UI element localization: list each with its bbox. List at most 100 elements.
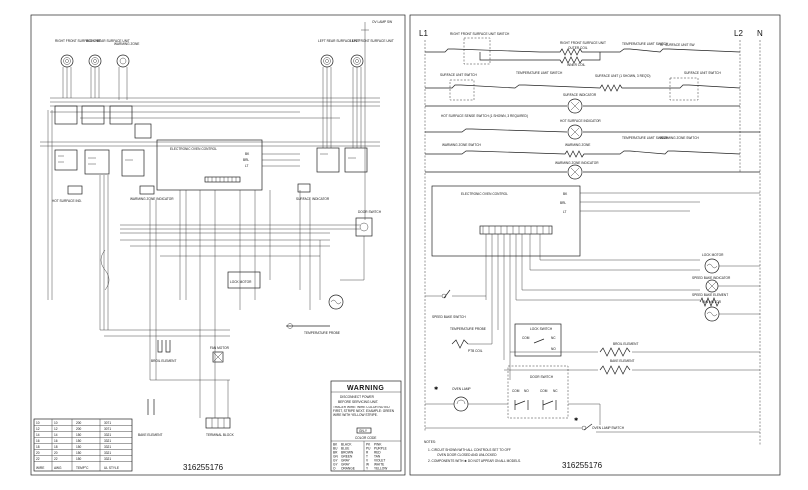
- door-switch-com-label-2: COM: [540, 389, 548, 393]
- rr-switch-block: [81, 105, 105, 125]
- door-switch-com-label: COM: [512, 389, 520, 393]
- wire-table-cell: 150: [76, 439, 82, 443]
- right-electronic-oven-control: [431, 185, 581, 257]
- right-front-surface-unit-label: RIGHT FRONT SURFACE UNIT: [55, 39, 101, 43]
- right-lt-label: LT: [563, 210, 567, 214]
- wire-table-cell: 10: [36, 421, 40, 425]
- left-fan-motor: FAN MOTOR: [210, 346, 230, 363]
- inner-coil-label: INNER COIL: [567, 63, 585, 67]
- rail-n-label: N: [757, 29, 763, 38]
- color-code-cell: PURPLE: [374, 447, 387, 451]
- right-warming-zone-indicator-label: WARMING ZONE INDICATOR: [555, 161, 599, 165]
- color-code-cell: GRAY: [341, 459, 351, 463]
- rr-infinite-switch: [84, 149, 110, 175]
- right-warming-zone-label: WARMING ZONE: [565, 143, 590, 147]
- left-lt-label: LT: [245, 164, 249, 168]
- color-code-cell: W: [366, 463, 369, 467]
- hot-surface-indicator-lamp: [567, 124, 583, 140]
- right-bk-label: BK: [563, 192, 568, 196]
- warming-zone-indicator-lamp: [567, 164, 583, 180]
- connector-pins: [482, 226, 550, 234]
- surface-ind-label: SURFACE INDICATOR: [296, 197, 330, 201]
- color-code-cell: YELLOW: [374, 467, 387, 471]
- left-temperature-probe: TEMPERATURE PROBE: [286, 323, 340, 335]
- left-broil-element-label: BROIL ELEMENT: [151, 359, 176, 363]
- warning-tracer-text: TRACER WIRE: WIRE COLOR NOTED FIRST, STR…: [333, 406, 395, 417]
- right-rear-surface-unit-label: RIGHT REAR SURFACE UNIT: [86, 39, 130, 43]
- outer-coil-label: OUTER COIL: [568, 46, 588, 50]
- oven-lamp-switch-asterisk: ✱: [574, 417, 578, 423]
- door-switch-nc-label: NC: [553, 389, 558, 393]
- wire-table-header: WIRE: [36, 466, 44, 470]
- rail-l2-label: L2: [734, 29, 743, 38]
- left-part-number: 316255176: [183, 463, 224, 472]
- right-front-surface-unit: RIGHT FRONT SURFACE UNIT: [55, 39, 101, 68]
- right-lock-motor-label: LOCK MOTOR: [702, 253, 724, 257]
- lock-switch-nc-label: NC: [551, 336, 556, 340]
- left-bake-element: BAKE ELEMENT: [138, 399, 162, 437]
- hot-surface-indicator: HOT SURFACE IND.: [52, 185, 83, 203]
- left-fan-motor-label: FAN MOTOR: [210, 346, 230, 350]
- color-code-cell: O: [333, 467, 336, 471]
- right-door-switch-label: DOOR SWITCH: [530, 375, 554, 379]
- oven-lamp-switch-label: OV LAMP SW: [372, 20, 392, 24]
- wire-table-cell: 22: [54, 457, 58, 461]
- color-code-cell: BK: [333, 443, 338, 447]
- wire-table-cell: 200: [76, 427, 82, 431]
- rf-surface-unit-sw-label: RF SURFACE UNIT SW: [660, 43, 694, 47]
- left-sheet-pictorial-diagram: RIGHT FRONT SURFACE UNIT RIGHT REAR SURF…: [30, 14, 406, 476]
- right-surface-indicator-label: SURFACE INDICATOR: [563, 93, 597, 97]
- surface-unit-switch-label: SURFACE UNIT SWITCH: [440, 73, 477, 77]
- color-code-title: COLOR CODE: [355, 436, 376, 440]
- oven-lamp-asterisk: ✱: [434, 386, 438, 392]
- wz-switch-2: [134, 123, 152, 139]
- warming-zone-switch-label: WARMING ZONE SWITCH: [442, 143, 482, 147]
- notes-line-1b: OVEN DOOR CLOSED AND UNLOCKED: [437, 453, 497, 457]
- wire-table-cell: 150: [76, 445, 82, 449]
- color-code-cell: WHITE: [374, 463, 384, 467]
- warning-example-code: GN-Y: [359, 429, 368, 433]
- wz-infinite-switch: [121, 149, 145, 177]
- color-code-cell: PU: [366, 447, 371, 451]
- right-rear-surface-unit: RIGHT REAR SURFACE UNIT: [86, 39, 130, 68]
- rf-unit-switch-label: RIGHT FRONT SURFACE UNIT SWITCH: [450, 32, 510, 36]
- wire-table-cell: 150: [76, 433, 82, 437]
- warming-zone-label: WARMING ZONE: [114, 42, 139, 46]
- left-door-switch-label: DOOR SWITCH: [358, 210, 382, 214]
- door-switch-no-label: NO: [524, 389, 529, 393]
- hot-surface-sense-switch-label: HOT SURFACE SENSE SWITCH (1 SHOWN, 3 REQ…: [441, 114, 528, 118]
- lock-switch: LOCK SWITCH COM NC NO: [514, 323, 562, 357]
- wire-table-cell: 150: [76, 451, 82, 455]
- warming-zone-indicator: WARMING ZONE INDICATOR: [130, 185, 174, 201]
- wire-table-cell: 22: [36, 457, 40, 461]
- wire-table-cell: 3321: [104, 451, 111, 455]
- wire-table-cell: 20: [54, 451, 58, 455]
- lr-infinite-switch: [316, 147, 340, 173]
- surface-unit-shown-label: SURFACE UNIT (1 SHOWN, 3 REQ'D): [595, 74, 650, 78]
- hot-surface-ind-label: HOT SURFACE IND.: [52, 199, 82, 203]
- left-control-connector: [204, 176, 241, 183]
- oven-lamp-label: OVEN LAMP: [452, 387, 471, 391]
- rf-switch-block: [54, 105, 78, 125]
- color-code-cell: GY: [333, 459, 338, 463]
- right-broil-element-label: BROIL ELEMENT: [613, 342, 638, 346]
- wire-table-cell: 16: [54, 439, 58, 443]
- left-lock-motor: LOCK MOTOR: [227, 271, 261, 289]
- oven-lamp: 2. COMPONENTS WITH ✱ DO NOT APPEAR ON AL…: [434, 386, 471, 412]
- warning-line-1: DISCONNECT POWER: [340, 395, 375, 399]
- rf-unit-label: RIGHT FRONT SURFACE UNIT: [560, 41, 606, 45]
- color-code-cell: BROWN: [341, 451, 354, 455]
- warming-zone-ind-label: WARMING ZONE INDICATOR: [130, 197, 174, 201]
- left-lock-motor-label: LOCK MOTOR: [230, 280, 252, 284]
- color-code-cell: ORANGE: [341, 467, 355, 471]
- wire-table-cell: 200: [76, 421, 82, 425]
- warming-zone-unit: WARMING ZONE: [114, 42, 139, 68]
- right-temperature-probe-label: TEMPERATURE PROBE: [450, 327, 486, 331]
- wire-table-cell: 12: [36, 427, 40, 431]
- right-fan-motor-label: FAN MOTOR: [702, 300, 722, 304]
- wire-table-cell: 10: [54, 421, 58, 425]
- color-code-cell: BLUE: [341, 447, 349, 451]
